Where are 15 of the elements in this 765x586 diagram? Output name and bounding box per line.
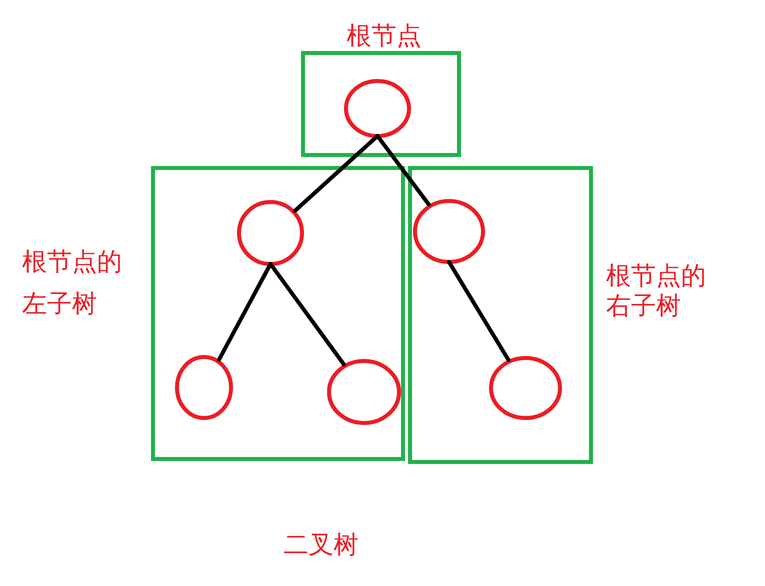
tree-node-circle (413, 199, 485, 264)
tree-node-circle (175, 355, 233, 420)
side-label: 根节点的右子树 (606, 261, 707, 321)
connector-line (447, 260, 510, 362)
diagram-caption: 二叉树 (282, 530, 360, 560)
tree-node-circle (489, 356, 562, 420)
connector-line (376, 134, 431, 207)
tree-node-circle (344, 79, 411, 138)
connector-line (293, 134, 380, 213)
connector-line (268, 262, 346, 366)
frame-heading: 根节点 (346, 21, 422, 51)
tree-node-circle (327, 359, 401, 425)
tree-node-circle (237, 200, 304, 266)
side-label: 根节点的左子树 (22, 246, 123, 320)
connector-line (216, 262, 272, 362)
